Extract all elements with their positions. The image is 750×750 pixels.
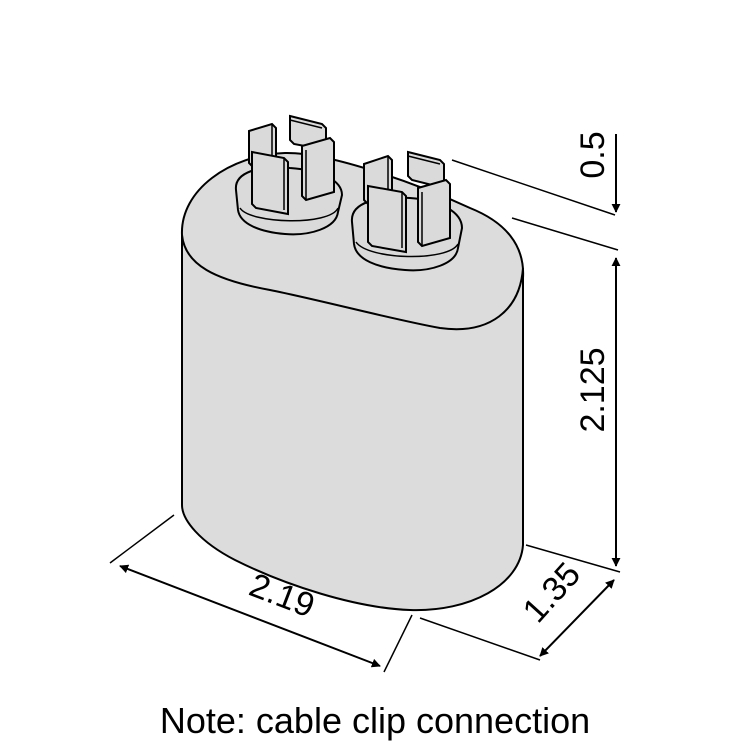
- dimension-body-height-label: 2.125: [574, 347, 612, 432]
- body-top-ridge: [181, 234, 524, 331]
- dimension-body-height: 2.125: [525, 257, 621, 573]
- dimension-body-width-arrow: [119, 564, 381, 668]
- note-caption: Note: cable clip connection: [159, 700, 591, 741]
- dimension-terminal-height: 0.5: [451, 131, 621, 251]
- dimension-terminal-height-label: 0.5: [574, 131, 612, 178]
- dimension-body-depth-arrow: [539, 579, 615, 657]
- terminal-right: [350, 150, 464, 272]
- terminal-left: [234, 114, 344, 236]
